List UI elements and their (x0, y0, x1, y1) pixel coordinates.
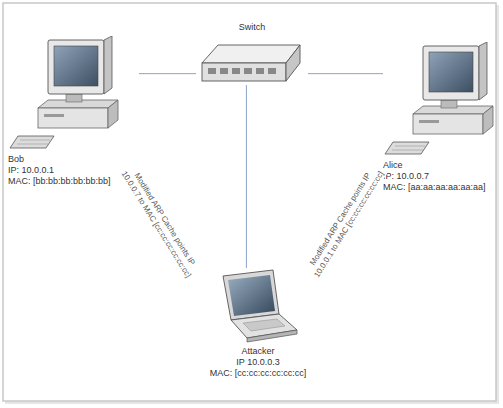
device-icon (193, 268, 317, 346)
device-icon (196, 33, 306, 85)
computer-bob: BobIP: 10.0.0.1MAC: [bb:bb:bb:bb:bb:bb] (8, 36, 139, 187)
ip-address: IP 10.0.0.3 (193, 357, 323, 368)
frame-border (3, 3, 496, 401)
mac-address: MAC: [bb:bb:bb:bb:bb:bb] (8, 176, 139, 187)
network-link (246, 85, 247, 268)
network-link (308, 73, 383, 74)
laptop-attacker: AttackerIP 10.0.0.3MAC: [cc:cc:cc:cc:cc:… (193, 268, 323, 379)
network-switch: Switch (196, 22, 308, 85)
switch-label: Switch (196, 22, 308, 33)
device-icon (8, 36, 133, 154)
ip-address: IP: 10.0.0.7 (383, 171, 503, 182)
device-icon (383, 42, 497, 160)
computer-alice: AliceIP: 10.0.0.7MAC: [aa:aa:aa:aa:aa:aa… (383, 42, 503, 193)
mac-address: MAC: [aa:aa:aa:aa:aa:aa] (383, 182, 503, 193)
mac-address: MAC: [cc:cc:cc:cc:cc:cc] (193, 368, 323, 379)
host-name: Attacker (193, 346, 323, 357)
host-name: Alice (383, 160, 503, 171)
network-link (139, 73, 196, 74)
host-name: Bob (8, 154, 139, 165)
